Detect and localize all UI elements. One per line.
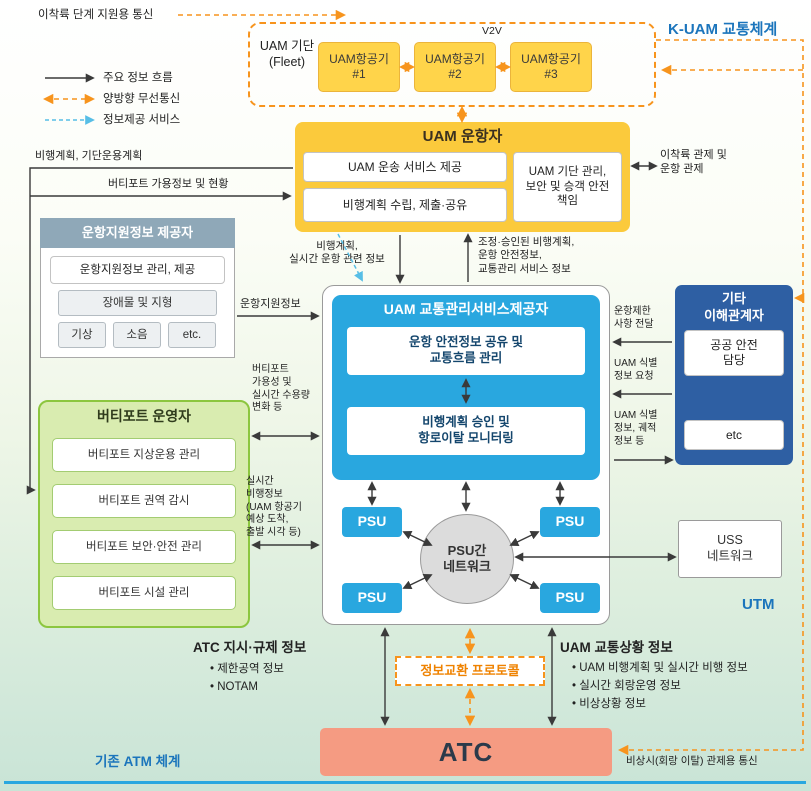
tmsp-safety-info-box: 운항 안전정보 공유 및 교통흐름 관리 [347,327,585,375]
traffic-status-bullet-2: • 실시간 회랑운영 정보 [572,680,681,692]
utm-label: UTM [742,596,775,613]
flow-id-request-label: UAM 식별 정보 요청 [614,358,658,382]
operator-flight-plan-box: 비행계획 수립, 제출·공유 [303,188,507,222]
weather-box: 기상 [58,322,106,348]
flow-support-info-label: 운항지원정보 [240,298,301,310]
flow-adjusted-plan-label: 조정·승인된 비행계획, 운항 안전정보, 교통관리 서비스 정보 [478,236,575,275]
vertiport-ground-ops-box: 버티포트 지상운용 관리 [52,438,236,472]
atc-directive-bullet-1: • 제한공역 정보 [210,663,284,675]
uam-operator-title: UAM 운항자 [422,128,503,145]
noise-box: 소음 [113,322,161,348]
bottom-divider-line [4,781,806,784]
atc-box: ATC [320,728,612,776]
fleet-label: UAM 기단 (Fleet) [259,39,315,69]
atm-system-label: 기존 ATM 체계 [95,754,181,769]
legend-wireless-label: 양방향 무선통신 [103,93,181,105]
support-provider-title: 운항지원정보 제공자 [40,218,235,248]
flow-takeoff-control-label: 이착륙 관제 및 운항 관제 [660,149,727,176]
flow-vertiport-capacity-label: 버티포트 가용성 및 실시간 수용량 변화 등 [252,364,310,414]
kuam-system-title: K-UAM 교통체계 [668,21,778,38]
public-safety-box: 공공 안전 담당 [684,330,784,376]
v2v-label: V2V [482,25,502,37]
vertiport-facility-box: 버티포트 시설 관리 [52,576,236,610]
atc-directive-title: ATC 지시·규제 정보 [193,640,307,655]
flow-emergency-label: 비상시(회랑 이탈) 관제용 통신 [626,755,758,767]
psu-box-bottom-right: PSU [540,583,600,613]
flow-flight-plan-label: 비행계획, 기단운용계획 [35,150,143,162]
stakeholders-etc-box: etc [684,420,784,450]
operator-transport-service-box: UAM 운송 서비스 제공 [303,152,507,182]
obstacle-terrain-box: 장애물 및 지형 [58,290,217,316]
stakeholders-title: 기타 이해관계자 [704,291,764,323]
flow-restriction-label: 운항제한 사항 전달 [614,306,654,330]
psu-box-top-left: PSU [342,507,402,537]
flow-realtime-flight-label: 실시간 비행정보 (UAM 항공기 예상 도착, 출발 시각 등) [246,476,302,539]
traffic-status-title: UAM 교통상황 정보 [560,640,673,655]
support-info-mgmt-box: 운항지원정보 관리, 제공 [50,256,225,284]
psu-box-top-right: PSU [540,507,600,537]
psu-box-bottom-left: PSU [342,583,402,613]
vertiport-area-monitoring-box: 버티포트 권역 감시 [52,484,236,518]
legend-arrow-samples [42,73,96,125]
uam-aircraft-2: UAM항공기 #2 [414,42,496,92]
uam-aircraft-1: UAM항공기 #1 [318,42,400,92]
etc-mini-box: etc. [168,322,216,348]
psu-network-circle: PSU간 네트워크 [420,514,514,604]
traffic-status-bullet-3: • 비상상황 정보 [572,698,646,710]
uss-network-box: USS 네트워크 [678,520,782,578]
legend-main-flow-label: 주요 정보 흐름 [103,72,173,84]
tmsp-flight-approval-box: 비행계획 승인 및 항로이탈 모니터링 [347,407,585,455]
operator-fleet-mgmt-box: UAM 기단 관리, 보안 및 승객 안전 책임 [513,152,622,222]
info-exchange-protocol-box: 정보교환 프로토콜 [395,656,545,686]
vertiport-security-box: 버티포트 보안·안전 관리 [52,530,236,564]
atc-directive-bullet-2: • NOTAM [210,681,258,693]
uam-aircraft-3: UAM항공기 #3 [510,42,592,92]
flow-id-info-label: UAM 식별 정보, 궤적 정보 등 [614,410,658,447]
tmsp-title: UAM 교통관리서비스제공자 [383,301,549,317]
legend-service-label: 정보제공 서비스 [103,114,181,126]
flow-vertiport-avail-label: 버티포트 가용정보 및 현황 [108,178,229,190]
takeoff-landing-comm-label: 이착륙 단계 지원용 통신 [38,9,154,21]
flow-realtime-ops-label: 비행계획, 실시간 운항 관련 정보 [289,240,385,266]
vertiport-operator-title: 버티포트 운영자 [96,408,192,424]
traffic-status-bullet-1: • UAM 비행계획 및 실시간 비행 정보 [572,662,748,674]
